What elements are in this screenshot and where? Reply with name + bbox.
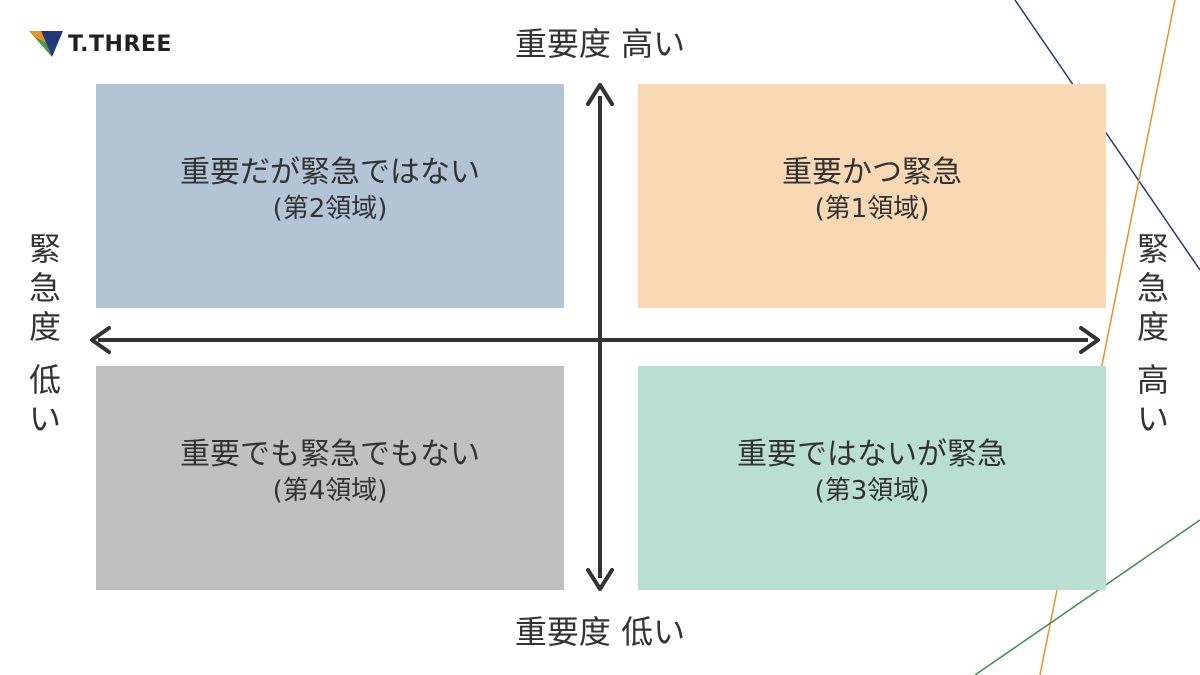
- urgency-high-char: 急: [1136, 269, 1169, 307]
- urgency-low-label: 緊 急 度 低 い: [22, 230, 68, 439]
- urgency-low-char: 急: [28, 269, 61, 307]
- urgency-low-char: 緊: [28, 230, 61, 268]
- quadrant-4: 重要でも緊急でもない (第4領域): [96, 366, 564, 590]
- quadrant-3-title: 重要ではないが緊急: [737, 437, 1007, 472]
- quadrant-4-subtitle: (第4領域): [272, 476, 388, 506]
- urgency-high-char: い: [1136, 400, 1169, 438]
- importance-high-label: 重要度 高い: [514, 25, 686, 63]
- quadrant-1-subtitle: (第1領域): [814, 194, 930, 224]
- urgency-high-char: 高: [1136, 361, 1169, 399]
- urgency-high-char: 緊: [1136, 230, 1169, 268]
- quadrant-2-title: 重要だが緊急ではない: [180, 155, 480, 190]
- urgency-low-char: 低: [28, 361, 61, 399]
- logo-text: T.THREE: [68, 31, 172, 57]
- brand-logo: T.THREE: [28, 26, 172, 62]
- arrow-left-icon: [90, 326, 111, 354]
- deco-line-navy: [1014, 0, 1200, 271]
- importance-low-label: 重要度 低い: [514, 613, 686, 651]
- arrow-down-icon: [586, 568, 614, 591]
- quadrant-1: 重要かつ緊急 (第1領域): [638, 84, 1106, 308]
- quadrant-2-subtitle: (第2領域): [272, 194, 388, 224]
- quadrant-3: 重要ではないが緊急 (第3領域): [638, 366, 1106, 590]
- logo-mark-icon: [29, 31, 63, 57]
- deco-line-green: [974, 519, 1200, 675]
- quadrant-1-title: 重要かつ緊急: [782, 155, 962, 190]
- urgency-low-char: い: [28, 400, 61, 438]
- arrow-right-icon: [1079, 326, 1100, 354]
- quadrant-2: 重要だが緊急ではない (第2領域): [96, 84, 564, 308]
- quadrant-4-title: 重要でも緊急でもない: [180, 437, 480, 472]
- urgency-high-char: 度: [1136, 308, 1169, 346]
- urgency-low-char: 度: [28, 308, 61, 346]
- urgency-high-label: 緊 急 度 高 い: [1130, 230, 1176, 439]
- arrow-up-icon: [586, 83, 614, 106]
- quadrant-3-subtitle: (第3領域): [814, 476, 930, 506]
